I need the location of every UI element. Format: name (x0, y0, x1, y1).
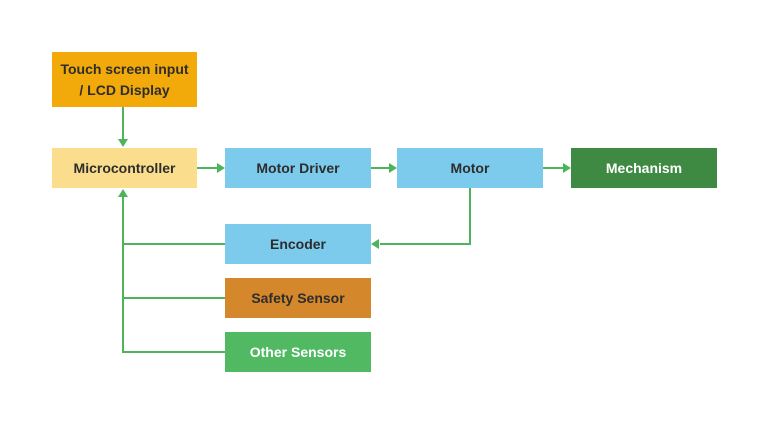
arrowhead-up-icon (118, 189, 128, 197)
connector-encoder-to-trunk-line (122, 243, 225, 245)
connector-motor-to-encoder-horizontal-line (380, 243, 471, 245)
arrowhead-right-icon (563, 163, 571, 173)
arrowhead-left-icon (371, 239, 379, 249)
connector-touchscreen-to-microcontroller-line (122, 107, 124, 140)
node-motor: Motor (397, 148, 543, 188)
connector-othersensors-to-trunk-line (122, 351, 225, 353)
connector-motor-to-mechanism-line (543, 167, 564, 169)
node-mechanism: Mechanism (571, 148, 717, 188)
arrowhead-right-icon (389, 163, 397, 173)
node-other-sensors: Other Sensors (225, 332, 371, 372)
node-motor-driver: Motor Driver (225, 148, 371, 188)
arrowhead-right-icon (217, 163, 225, 173)
node-microcontroller: Microcontroller (52, 148, 197, 188)
node-encoder: Encoder (225, 224, 371, 264)
connector-motordriver-to-motor-line (371, 167, 390, 169)
arrowhead-down-icon (118, 139, 128, 147)
node-safety-sensor: Safety Sensor (225, 278, 371, 318)
node-touch-screen-input-lcd-display: Touch screen input / LCD Display (52, 52, 197, 107)
connector-safetysensor-to-trunk-line (122, 297, 225, 299)
connector-motor-to-encoder-vertical-line (469, 188, 471, 245)
connector-microcontroller-to-motordriver-line (197, 167, 218, 169)
feedback-trunk-vertical-line (122, 197, 124, 353)
